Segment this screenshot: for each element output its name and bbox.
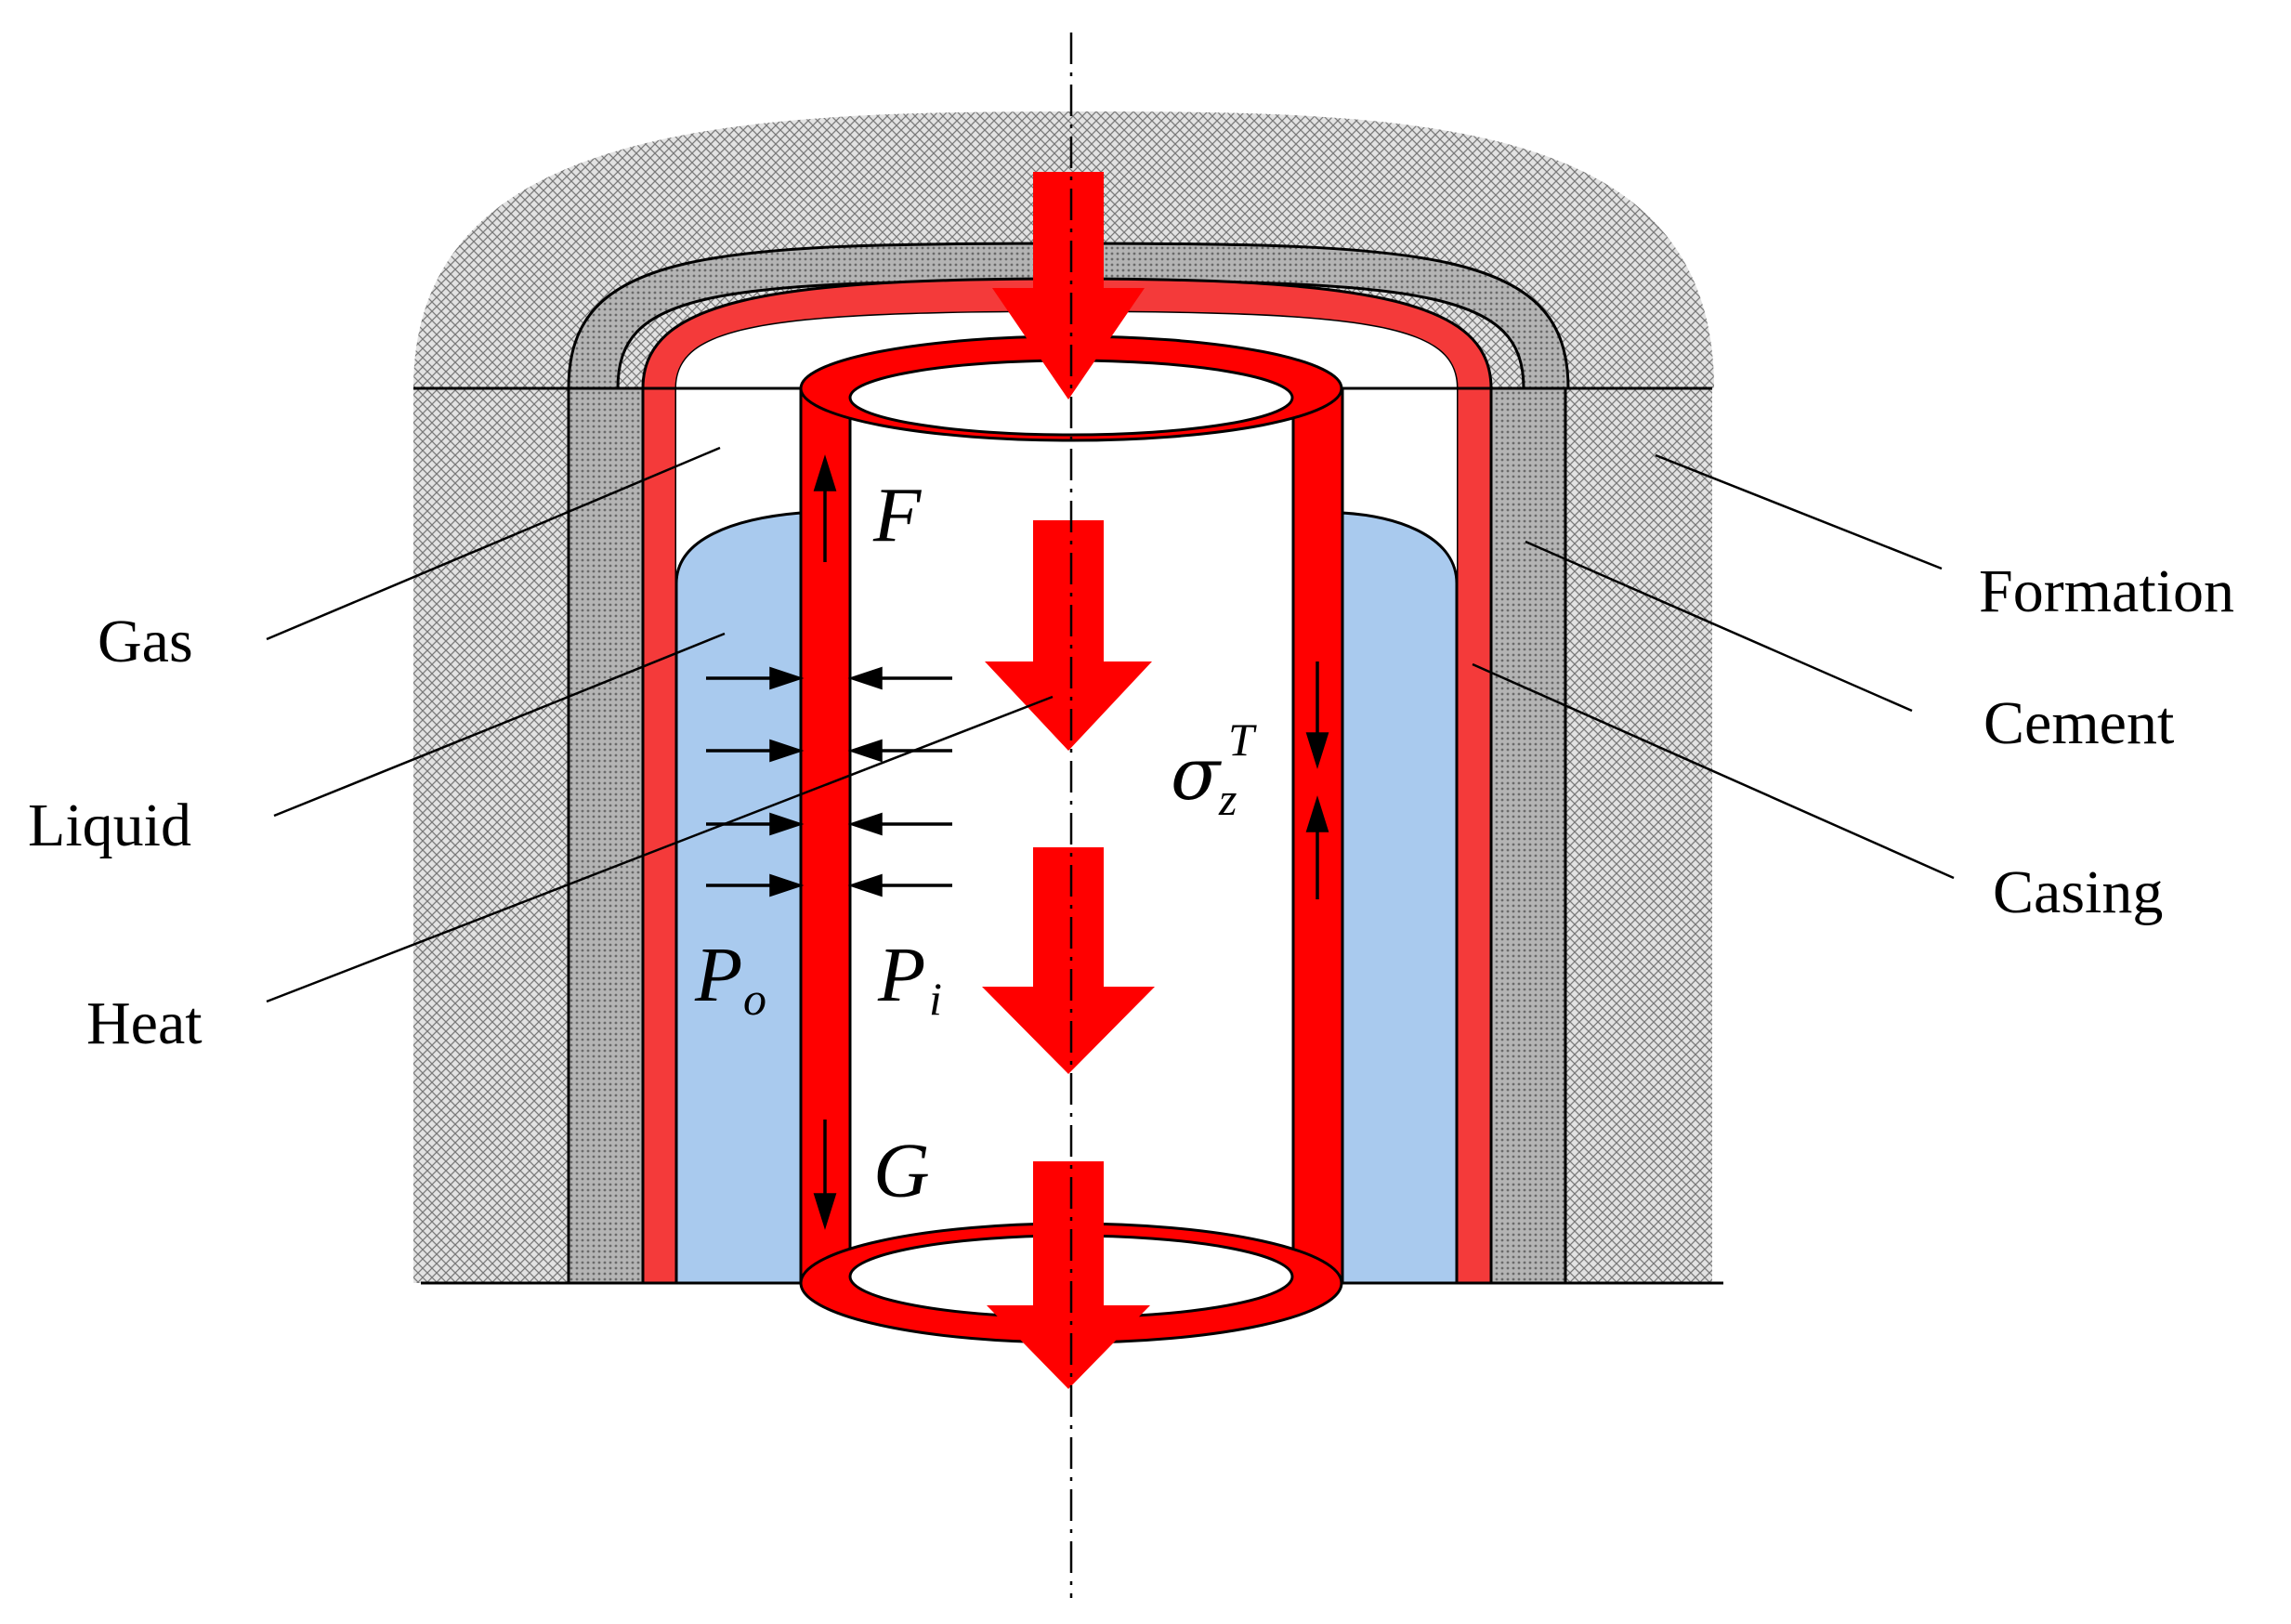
axial-force-arrows: [813, 454, 1329, 1230]
cement-right: [1489, 386, 1567, 1285]
cement-left: [567, 386, 645, 1285]
outer-pressure-P: P: [694, 932, 742, 1018]
thermal-stress-label: σ z T: [1171, 714, 1257, 825]
formation-left: [413, 388, 571, 1283]
thermal-stress-arrow-up: [1305, 795, 1329, 899]
liquid-label: Liquid: [28, 792, 191, 859]
pressure-arrows: [706, 666, 952, 897]
thermal-stress-superscript: T: [1228, 714, 1257, 766]
thermal-stress-arrow-down: [1305, 661, 1329, 769]
inner-pressure-P: P: [877, 932, 925, 1018]
liquid: [674, 511, 1459, 1285]
leader-lines: [266, 446, 1955, 1003]
casing: [641, 277, 1493, 1285]
heat-arrow-upper: [985, 520, 1152, 751]
inner-pressure-subscript: i: [929, 973, 942, 1025]
outer-pressure-arrows: [706, 666, 805, 897]
gas-label: Gas: [98, 608, 193, 675]
casing-right: [1455, 386, 1493, 1285]
thermal-stress-sigma: σ: [1171, 733, 1222, 817]
outer-pressure-label: P o: [694, 932, 766, 1025]
casing-left: [641, 386, 678, 1285]
force-F-label: F: [872, 472, 923, 558]
heat-arrow-middle: [982, 847, 1155, 1074]
casing-label: Casing: [1993, 858, 2163, 926]
casing-leader: [1472, 662, 1955, 880]
heat-arrow-top: [992, 172, 1145, 399]
cement-label: Cement: [1983, 689, 2174, 757]
inner-pressure-label: P i: [877, 932, 942, 1025]
heat-flow-arrows: [982, 172, 1155, 1389]
gas-leader: [266, 446, 721, 641]
force-F-arrow: [813, 454, 837, 562]
inner-pressure-arrows: [847, 666, 952, 897]
liquid-left: [674, 511, 803, 1285]
formation-right: [1565, 388, 1712, 1283]
cement-leader: [1525, 540, 1913, 713]
liquid-right: [1341, 511, 1459, 1285]
heat-leader: [266, 695, 1054, 1003]
liquid-leader: [273, 632, 726, 818]
force-G-label: G: [873, 1128, 930, 1214]
formation-label: Formation: [1979, 557, 2234, 625]
heat-label: Heat: [86, 989, 203, 1057]
outer-pressure-subscript: o: [743, 973, 766, 1025]
formation-leader: [1655, 453, 1943, 570]
force-G-arrow: [813, 1120, 837, 1230]
thermal-stress-subscript: z: [1218, 773, 1237, 825]
heat-arrow-bottom: [987, 1161, 1150, 1389]
